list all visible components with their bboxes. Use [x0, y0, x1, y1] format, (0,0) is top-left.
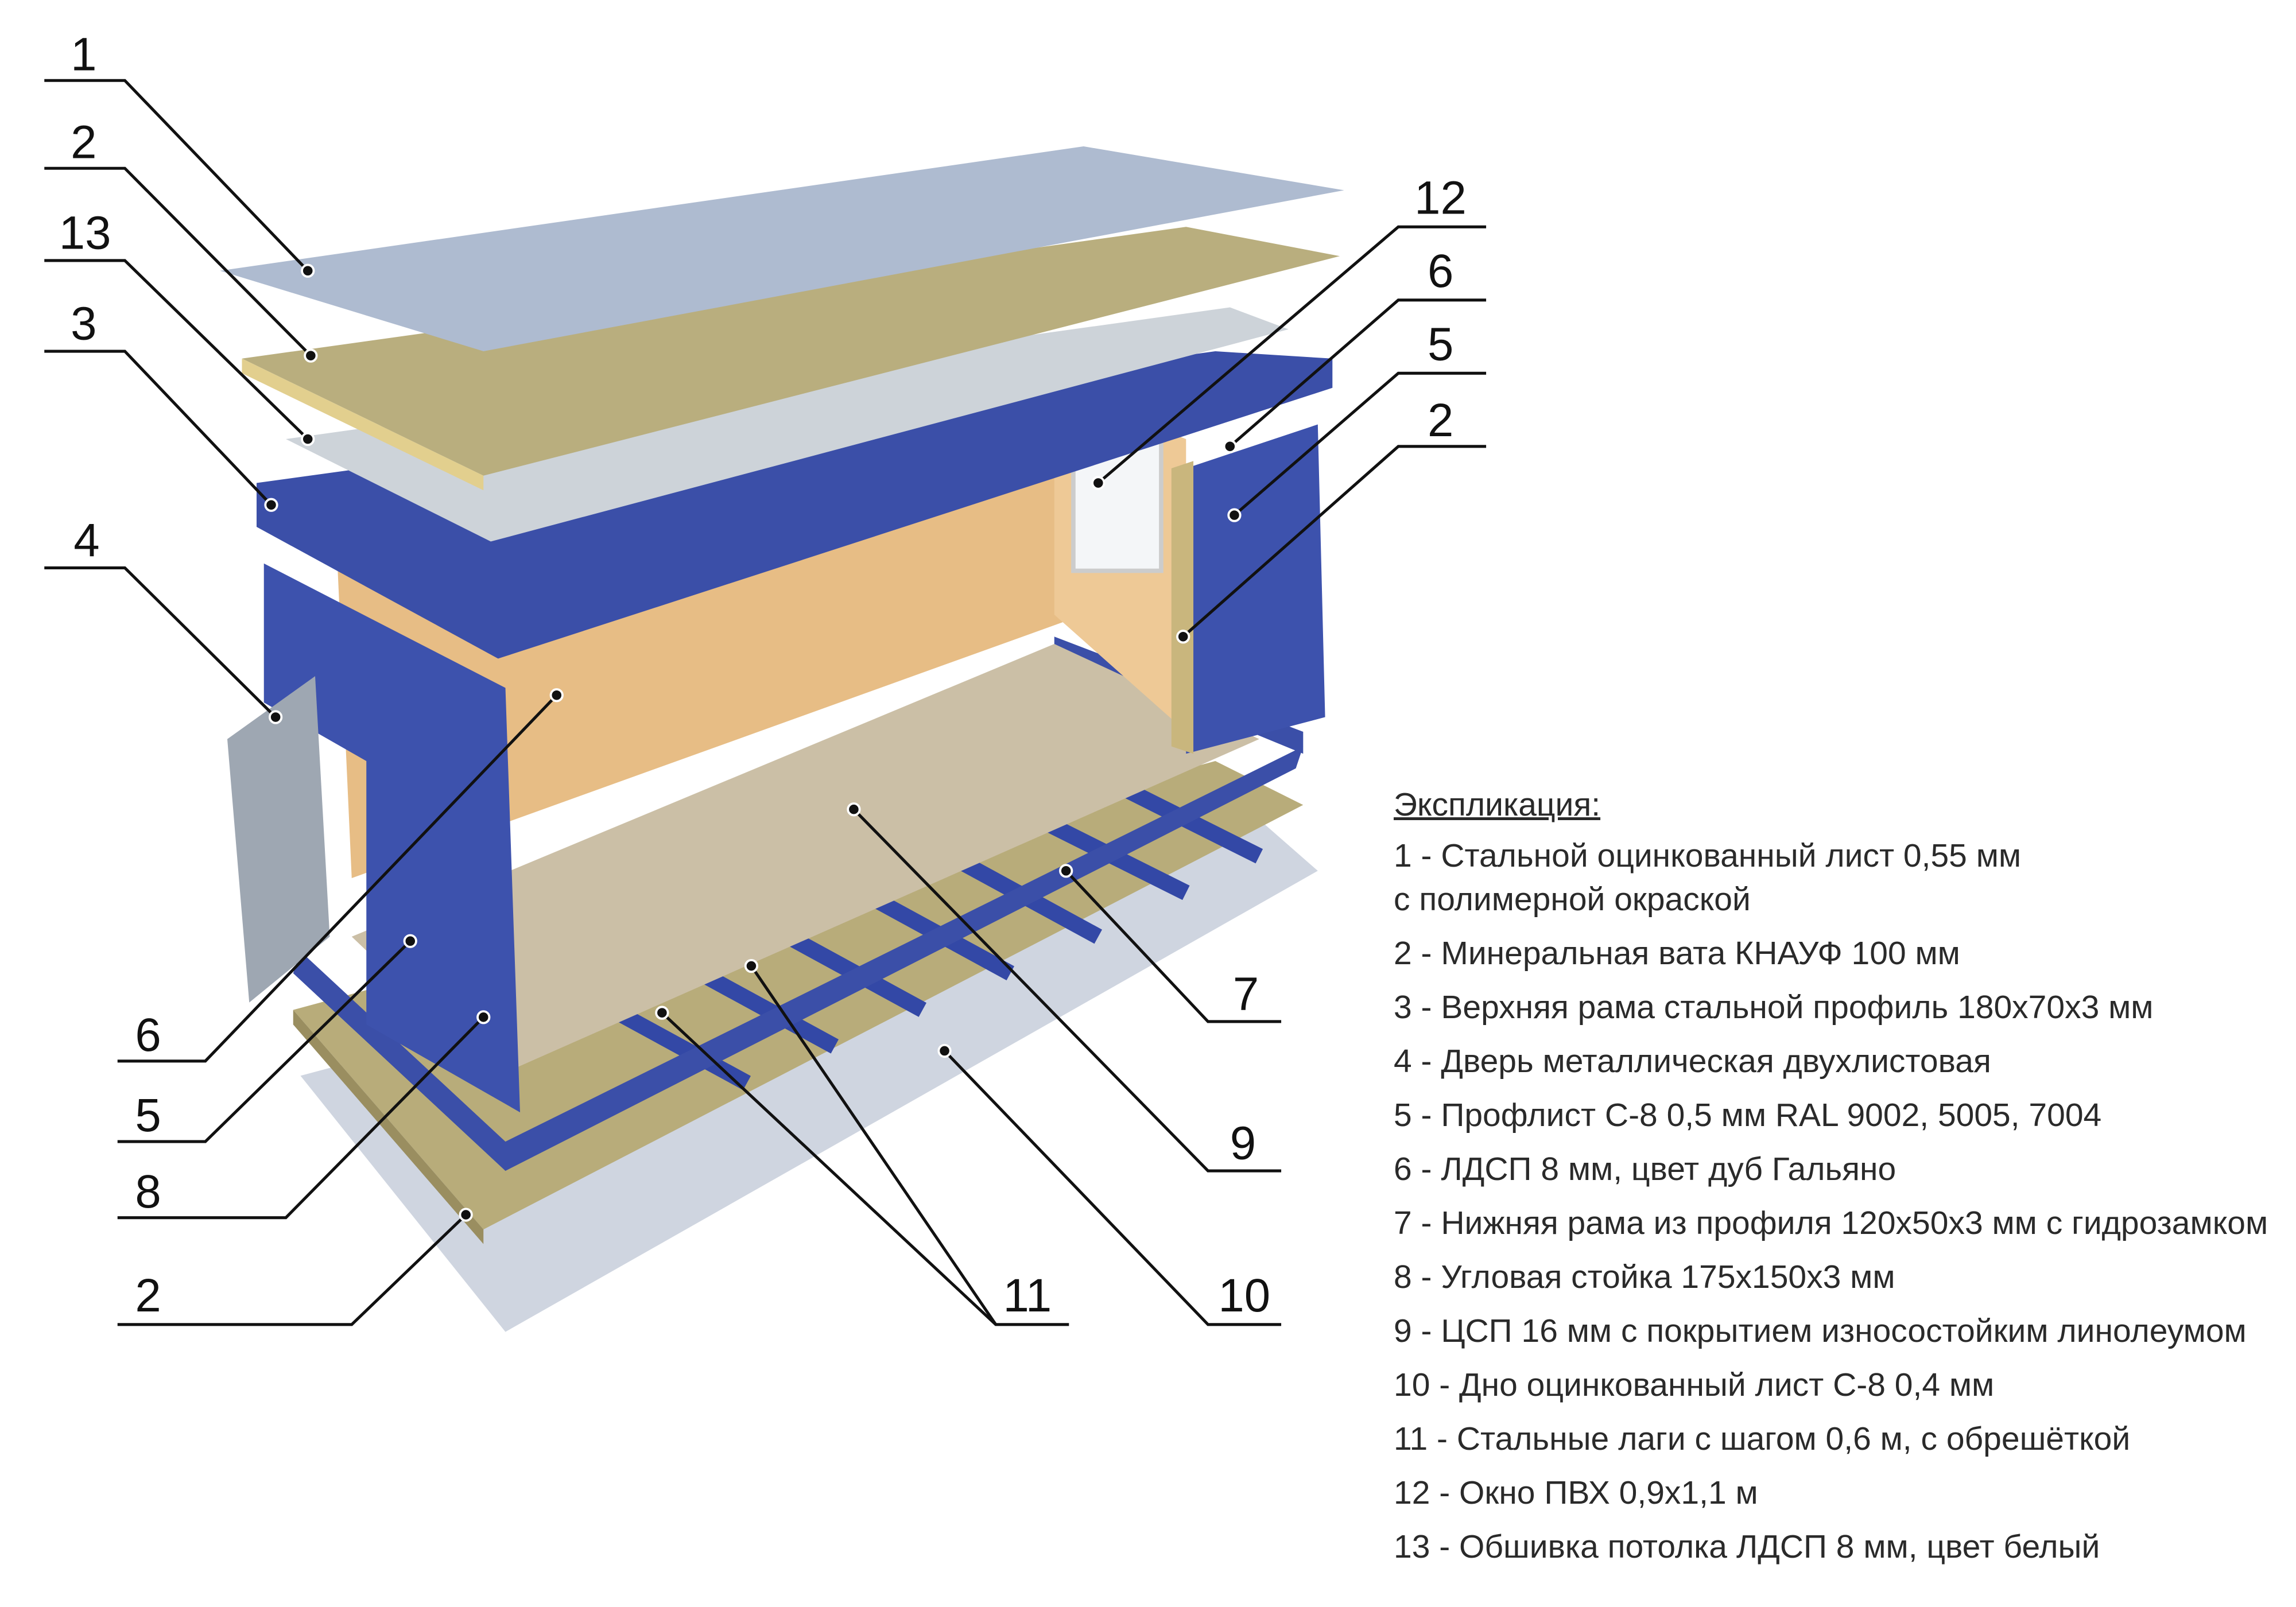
callout-number: 1	[71, 28, 96, 80]
legend-item: 8 - Угловая стойка 175х150х3 мм	[1394, 1259, 1895, 1295]
legend: Экспликация: 1 - Стальной оцинкованный л…	[1394, 778, 2289, 1579]
callout-number: 5	[135, 1089, 161, 1142]
callout-number: 4	[73, 514, 99, 566]
callout-number: 12	[1414, 172, 1467, 224]
legend-item: 12 - Окно ПВХ 0,9х1,1 м	[1394, 1474, 1758, 1511]
callout-number: 10	[1218, 1270, 1270, 1322]
callout-number: 3	[71, 298, 96, 350]
top-frame	[256, 351, 1333, 659]
roof-mineral-wool	[242, 227, 1340, 476]
legend-item: 2 - Минеральная вата КНАУФ 100 мм	[1394, 935, 1960, 972]
legend-item: 3 - Верхняя рама стальной профиль 180х70…	[1394, 989, 2154, 1026]
callout-number: 2	[135, 1270, 161, 1322]
callout-number: 8	[135, 1166, 161, 1218]
left-profiled-wall	[263, 563, 521, 1113]
callout-number: 13	[59, 207, 111, 259]
callout-dots	[264, 263, 1242, 1222]
legend-item: 5 - Профлист С-8 0,5 мм RAL 9002, 5005, …	[1394, 1097, 2102, 1134]
roof-steel-sheet	[220, 146, 1344, 352]
callout-number: 2	[71, 116, 96, 168]
bottom-steel-sheet	[300, 820, 1318, 1332]
legend-item: 10 - Дно оцинкованный лист С-8 0,4 мм	[1394, 1367, 1995, 1403]
legend-title: Экспликация:	[1394, 786, 1601, 823]
callout-number: 7	[1233, 968, 1259, 1020]
legend-item: 6 - ЛДСП 8 мм, цвет дуб Гальяно	[1394, 1151, 1896, 1187]
metal-door	[227, 676, 330, 1003]
legend-item: 13 - Обшивка потолка ЛДСП 8 мм, цвет бел…	[1394, 1528, 2100, 1565]
callout-leaders	[44, 79, 1487, 1326]
callout-number: 11	[1003, 1270, 1052, 1322]
legend-item: 1 - Стальной оцинкованный лист 0,55 мм с…	[1394, 837, 2022, 918]
legend-item: 9 - ЦСП 16 мм с покрытием износостойким …	[1394, 1313, 2247, 1349]
legend-item: 7 - Нижняя рама из профиля 120х50х3 мм с…	[1394, 1205, 2268, 1241]
right-profiled-wall	[1186, 424, 1325, 754]
callout-number: 9	[1230, 1117, 1256, 1170]
legend-item: 11 - Стальные лаги с шагом 0,6 м, с обре…	[1394, 1420, 2131, 1457]
floor-cement-board	[351, 644, 1259, 1076]
legend-item: 4 - Дверь металлическая двухлистовая	[1394, 1043, 1991, 1080]
ceiling-panel	[285, 307, 1289, 542]
callout-number: 2	[1428, 394, 1453, 447]
callout-number: 6	[135, 1009, 161, 1061]
callout-number: 6	[1428, 245, 1453, 297]
callout-number: 5	[1428, 318, 1453, 370]
